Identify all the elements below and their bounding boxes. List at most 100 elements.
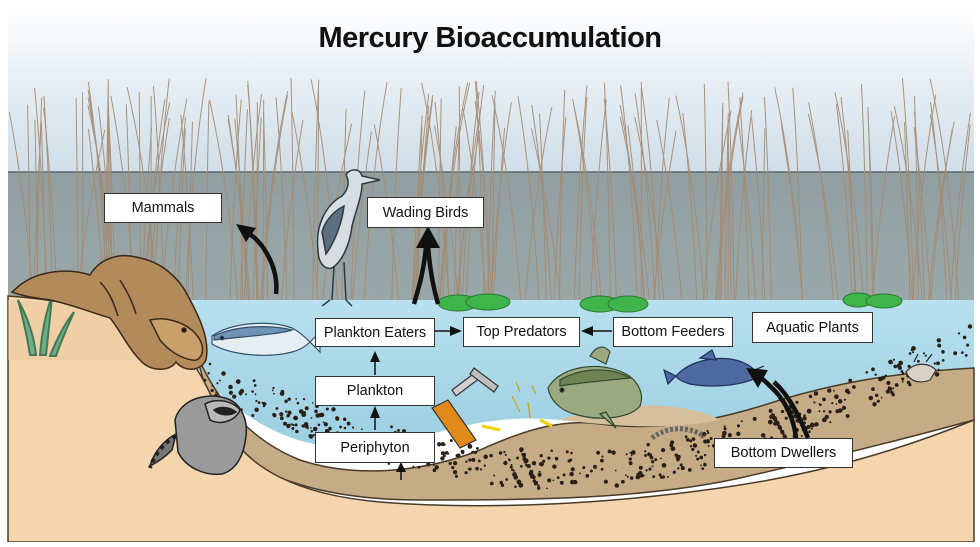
sediment-speck [315,413,320,418]
sediment-speck [686,438,690,442]
sediment-speck [468,444,473,449]
sediment-speck [645,469,647,471]
sediment-speck [724,427,727,430]
sediment-speck [912,351,914,353]
sediment-speck [305,406,309,410]
sediment-speck [671,446,676,451]
sediment-speck [673,471,676,474]
sediment-speck [211,389,214,392]
sediment-speck [704,454,706,456]
sediment-speck [538,473,542,477]
sediment-speck [785,417,788,420]
sediment-speck [324,422,328,426]
sediment-speck [279,412,283,416]
label-plankton-eaters: Plankton Eaters [315,318,435,347]
sediment-speck [255,393,257,395]
sediment-speck [301,412,306,417]
sediment-speck [703,463,707,467]
sediment-speck [552,464,556,468]
sediment-speck [311,430,314,433]
sediment-speck [335,417,339,421]
sediment-speck [538,471,540,473]
sediment-speck [568,459,571,462]
sediment-speck [505,454,507,456]
sediment-speck [690,445,692,447]
sediment-speck [499,451,503,455]
sediment-speck [631,451,634,454]
sediment-speck [626,453,628,455]
sediment-speck [901,377,904,380]
sediment-speck [639,466,643,470]
sediment-speck [881,397,883,399]
sediment-speck [677,455,681,459]
sediment-speck [769,409,773,413]
sediment-speck [627,476,629,478]
sediment-speck [347,422,351,426]
sediment-speck [680,463,683,466]
sediment-speck [450,439,453,442]
sediment-speck [644,454,647,457]
sediment-speck [453,470,457,474]
sediment-speck [630,476,633,479]
sediment-speck [285,410,287,412]
sediment-speck [493,475,495,477]
label-top-predators: Top Predators [463,317,580,347]
sediment-speck [478,460,481,463]
sediment-speck [510,466,513,469]
sediment-speck [501,484,504,487]
sediment-speck [232,394,236,398]
sediment-speck [697,451,700,454]
sediment-speck [560,481,564,485]
sediment-speck [737,424,740,427]
sediment-speck [534,482,537,485]
sediment-speck [484,465,486,467]
sediment-speck [480,468,482,470]
sediment-speck [917,360,920,363]
sediment-speck [869,396,874,401]
sediment-speck [600,459,604,463]
sediment-speck [453,461,457,465]
sediment-speck [582,466,585,469]
sediment-speck [829,410,832,413]
sediment-speck [891,393,894,396]
sediment-speck [662,463,667,468]
sediment-speck [811,428,813,430]
sediment-speck [893,365,897,369]
sediment-speck [276,407,279,410]
sediment-speck [813,401,815,403]
sediment-speck [654,458,657,461]
sediment-speck [503,451,505,453]
sediment-speck [412,466,414,468]
sediment-speck [475,467,479,471]
sediment-speck [524,460,528,464]
sediment-speck [571,467,575,471]
sediment-speck [710,437,713,440]
sediment-speck [814,391,818,395]
sediment-speck [293,416,298,421]
sediment-speck [344,427,347,430]
sediment-speck [307,427,309,429]
sediment-speck [631,455,633,457]
sediment-speck [885,375,888,378]
sediment-speck [547,456,550,459]
sediment-speck [464,471,467,474]
sediment-speck [438,442,441,445]
sediment-speck [937,338,941,342]
sediment-speck [209,363,212,366]
sediment-speck [361,428,363,430]
sediment-speck [636,475,641,480]
sediment-speck [937,344,941,348]
sediment-speck [352,426,354,428]
sediment-speck [211,385,213,387]
sediment-speck [886,390,890,394]
sediment-speck [942,359,945,362]
sediment-speck [831,402,833,404]
sediment-speck [476,447,479,450]
sediment-speck [838,399,843,404]
sediment-speck [802,416,806,420]
sediment-speck [670,440,674,444]
sediment-speck [871,387,875,391]
sediment-speck [518,483,523,488]
sediment-speck [553,480,555,482]
sediment-speck [490,482,494,486]
